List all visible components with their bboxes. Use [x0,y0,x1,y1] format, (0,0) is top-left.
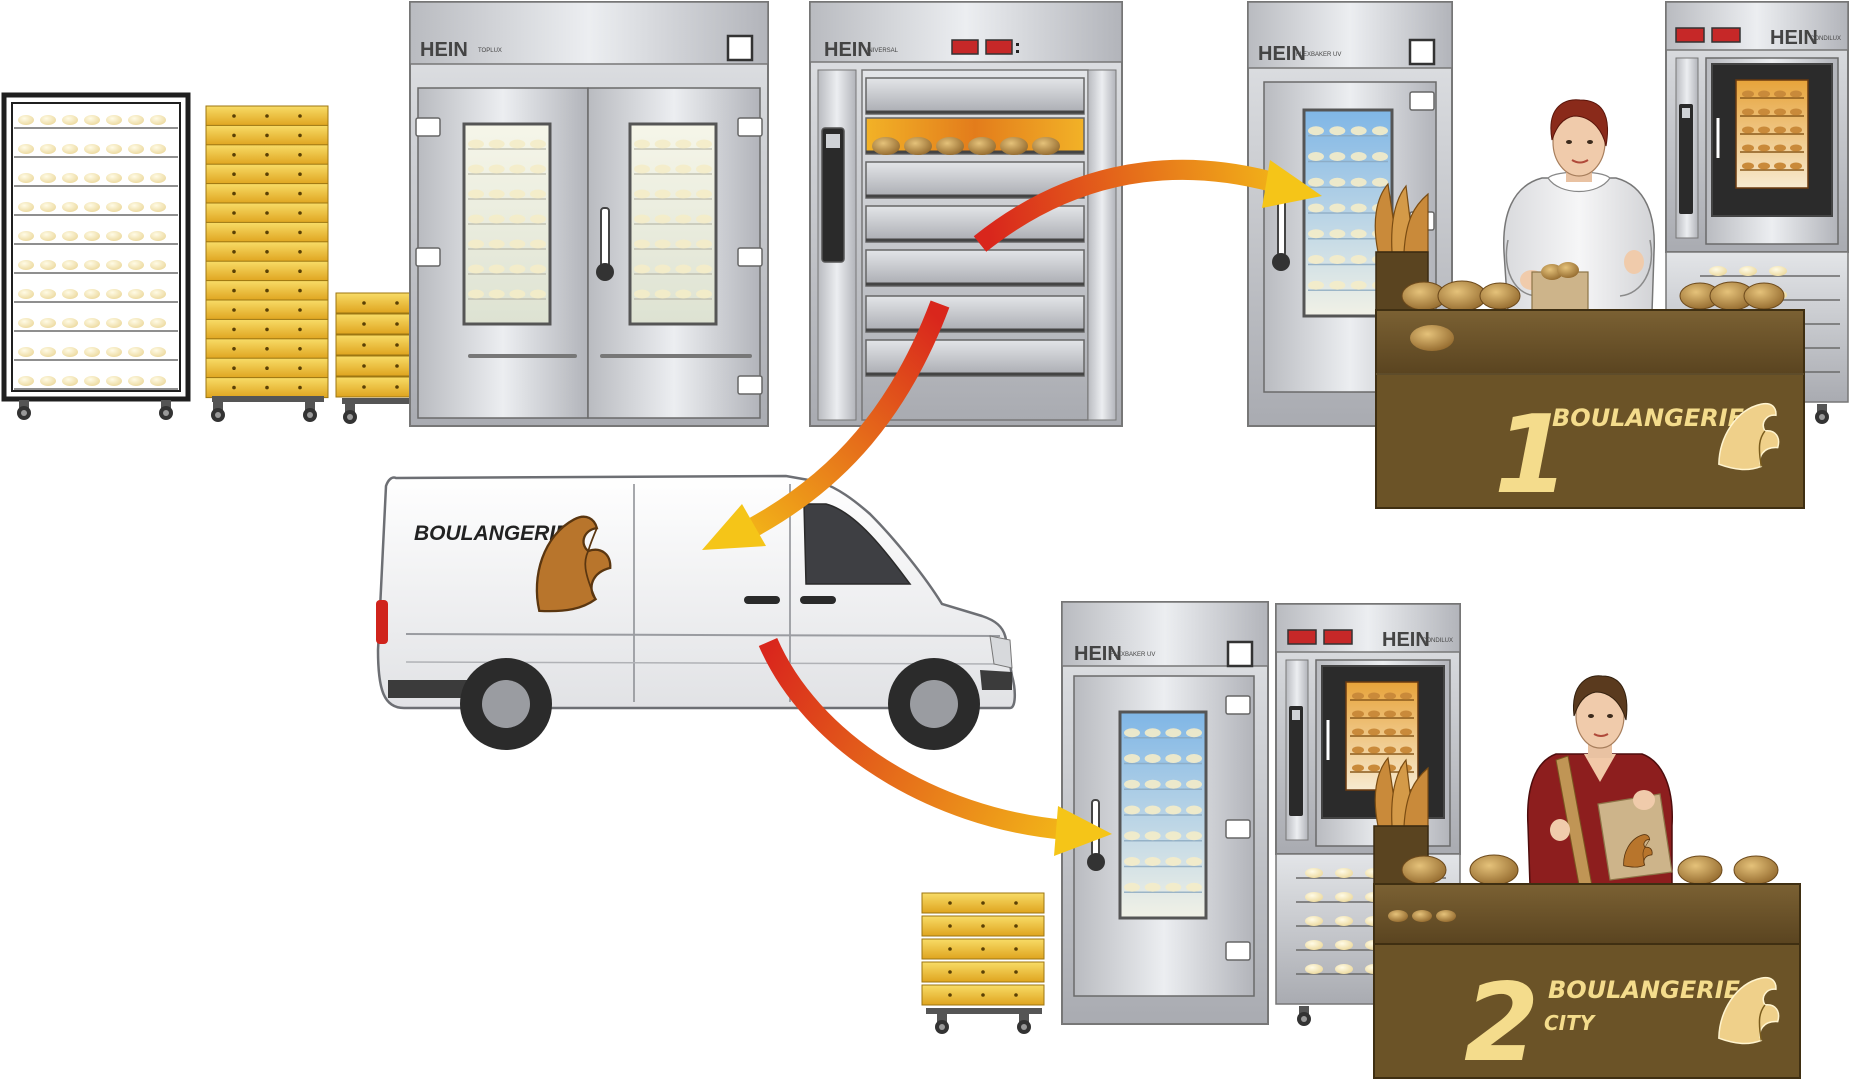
loaf [936,137,964,155]
arrow-oven-to-van [702,300,950,550]
bakery-tray [921,892,1045,914]
shop-name: BOULANGERIE [1548,976,1741,1004]
temperature-display [1287,629,1317,645]
bakery-tray [205,338,329,360]
model-label: TOPLUX [478,48,502,54]
shop-1-sales-person [1503,99,1655,315]
bakery-tray [921,961,1045,983]
bread-loaf [1743,282,1785,310]
shop-number: 1 [1494,393,1569,518]
tall-tray-stack [205,105,329,422]
hein-logo: HEIN [1770,27,1818,49]
dough-rack-trolley [1,92,191,420]
delivery-van: BOULANGERIE [376,474,1016,750]
bakery-tray [205,299,329,321]
bakery-tray [205,163,329,185]
van-door-handle [744,596,780,604]
bakery-tray [205,144,329,166]
arrow-oven-to-shop-1 [973,159,1322,252]
bread-loaf [1437,280,1487,312]
shop-1-counter: 1 BOULANGERIE [1374,182,1805,518]
hein-logo: HEIN [1382,629,1430,651]
timer-display [1711,27,1741,43]
bread-loaf [1469,854,1519,886]
shop-subtitle: CITY [1544,1011,1597,1035]
hein-logo: HEIN [824,39,872,61]
bread-loaf [1677,855,1723,885]
bakery-tray [205,105,329,127]
bakery-tray [205,318,329,340]
shop-number: 2 [1464,961,1539,1080]
bakery-tray [921,984,1045,1006]
loaf [872,137,900,155]
bakery-tray [205,202,329,224]
display-square-icon [726,34,754,62]
hein-logo: HEIN [1258,43,1306,65]
timer-display [1323,629,1353,645]
bakery-tray [205,241,329,263]
control-panel [821,127,845,263]
model-label: CONDILUX [1810,36,1841,42]
proofer-cabinet: HEIN TOPLUX [409,1,769,427]
van-tail-light [376,600,388,644]
bakery-tray [205,377,329,399]
shop-name: BOULANGERIE [1552,404,1745,432]
bread-loaf [1479,282,1521,310]
temperature-display [951,39,979,55]
bakery-tray [921,915,1045,937]
shop-2-sales-person [1526,675,1673,891]
deck-oven: HEIN UNIVERSAL [809,1,1123,427]
loaf [904,137,932,155]
shop-2-retarder-proofer: HEIN FLEXBAKER UV [1061,601,1269,1025]
van-front-wheel [888,658,980,750]
model-label: FLEXBAKER UV [1110,652,1155,658]
control-panel [1679,104,1693,214]
model-label: UNIVERSAL [864,48,899,54]
hein-logo: HEIN [1074,643,1122,665]
temperature-display [1675,27,1705,43]
bakery-tray [205,357,329,379]
bread-loaf [1733,855,1779,885]
control-panel [1289,706,1303,816]
display-square-icon [1226,640,1254,668]
bakery-tray [205,260,329,282]
bakery-tray [205,183,329,205]
bread-loaf [1401,855,1447,885]
shop-2-counter: 2 BOULANGERIE CITY [1373,756,1801,1080]
short-tray-stack [335,292,459,424]
loaf [968,137,996,155]
shop-2-tray-stack [921,892,1045,1034]
timer-display [985,39,1013,55]
display-square-icon [1408,38,1436,66]
bakery-tray [205,280,329,302]
model-label: CONDILUX [1422,638,1453,644]
loaf [1000,137,1028,155]
bakery-tray [921,938,1045,960]
paper-bag [1531,271,1589,315]
hein-logo: HEIN [420,39,468,61]
bakery-tray [205,124,329,146]
bakery-tray [205,221,329,243]
arrow-van-to-shop-2 [758,638,1112,856]
van-windshield [803,503,912,585]
loaf [1032,137,1060,155]
model-label: FLEXBAKER UV [1296,52,1341,58]
van-door-handle [800,596,836,604]
van-rear-wheel [460,658,552,750]
van-label: BOULANGERIE [414,522,570,545]
